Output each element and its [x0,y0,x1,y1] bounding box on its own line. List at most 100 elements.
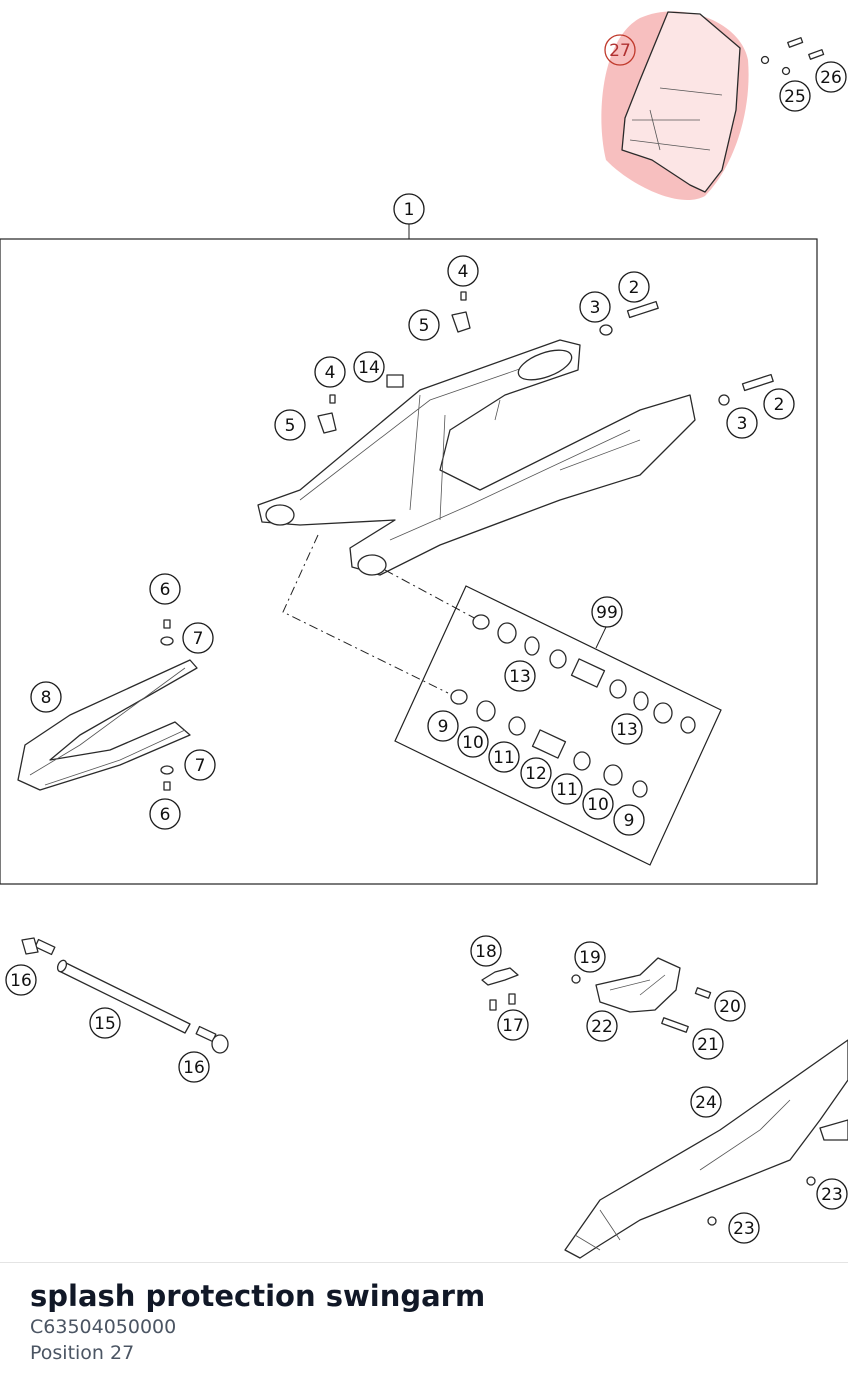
callout-circle [393,193,425,225]
callout-number: 21 [697,1035,719,1055]
callout-22[interactable]: 22 [586,1010,618,1042]
callout-7[interactable]: 7 [184,749,216,781]
callout-circle [611,713,643,745]
callout-10[interactable]: 10 [582,788,614,820]
callout-9[interactable]: 9 [427,710,459,742]
callout-number: 4 [325,363,336,383]
callout-12[interactable]: 12 [520,757,552,789]
callout-2[interactable]: 2 [618,271,650,303]
chain-guard-part[interactable] [564,1039,848,1259]
part-position: Position 27 [30,1342,135,1364]
callout-number: 24 [695,1093,717,1113]
callout-23[interactable]: 23 [728,1212,760,1244]
callout-24[interactable]: 24 [690,1086,722,1118]
callout-number: 11 [556,780,578,800]
callout-6[interactable]: 6 [149,573,181,605]
callout-13[interactable]: 13 [504,660,536,692]
callout-16[interactable]: 16 [178,1051,210,1083]
callout-circle [427,710,459,742]
swingarm-part[interactable] [257,339,696,576]
swingarm-axle-part[interactable] [56,959,191,1034]
callout-2[interactable]: 2 [763,388,795,420]
callout-circle [579,291,611,323]
callout-number: 3 [737,414,748,434]
callout-14[interactable]: 14 [353,351,385,383]
callout-number: 23 [821,1185,843,1205]
bearing-parts [450,614,696,798]
callout-25[interactable]: 25 [779,80,811,112]
callout-21[interactable]: 21 [692,1028,724,1060]
callout-99[interactable]: 99 [591,596,623,628]
callout-circle [30,681,62,713]
callout-8[interactable]: 8 [30,681,62,713]
callout-circle [574,941,606,973]
callout-5[interactable]: 5 [408,309,440,341]
callout-15[interactable]: 15 [89,1007,121,1039]
callout-circle [618,271,650,303]
callout-number: 19 [579,948,601,968]
callout-number: 18 [475,942,497,962]
callout-18[interactable]: 18 [470,935,502,967]
callout-circle [692,1028,724,1060]
callout-5[interactable]: 5 [274,409,306,441]
callout-number: 23 [733,1219,755,1239]
callout-6[interactable]: 6 [149,798,181,830]
caption-divider [0,1262,848,1263]
swingarm-assembly-frame [0,238,818,885]
callout-circle [582,788,614,820]
callout-17[interactable]: 17 [497,1009,529,1041]
bearing-kit-box [394,585,722,866]
callout-circle [149,798,181,830]
small-fasteners [317,291,774,434]
callout-number: 10 [587,795,609,815]
callout-11[interactable]: 11 [551,773,583,805]
chain-slider-part[interactable] [17,659,198,791]
callout-circle [184,749,216,781]
callout-3[interactable]: 3 [579,291,611,323]
callout-number: 16 [10,971,32,991]
callout-circle [520,757,552,789]
callout-number: 5 [419,316,430,336]
callout-circle [815,61,847,93]
callout-number: 5 [285,416,296,436]
callout-4[interactable]: 4 [447,255,479,287]
callout-circle [408,309,440,341]
callout-27[interactable]: 27 [604,34,636,66]
callout-circle [89,1007,121,1039]
callout-20[interactable]: 20 [714,990,746,1022]
callout-number: 12 [525,764,547,784]
callout-circle [714,990,746,1022]
callout-13[interactable]: 13 [611,713,643,745]
callout-9[interactable]: 9 [613,804,645,836]
callout-number: 20 [719,997,741,1017]
callout-number: 99 [596,603,618,623]
exploded-parts-diagram: 2725261452341452367876991313910111211109… [0,11,848,1259]
callout-number: 17 [502,1016,524,1036]
callout-circle [178,1051,210,1083]
callout-11[interactable]: 11 [488,741,520,773]
callout-4[interactable]: 4 [314,356,346,388]
splash-protection-part[interactable] [621,11,741,193]
callout-circle [447,255,479,287]
callout-number: 6 [160,805,171,825]
callout-7[interactable]: 7 [182,622,214,654]
callout-number: 2 [774,395,785,415]
callout-19[interactable]: 19 [574,941,606,973]
callout-10[interactable]: 10 [457,726,489,758]
callout-number: 9 [624,811,635,831]
callout-23[interactable]: 23 [816,1178,848,1210]
callout-16[interactable]: 16 [5,964,37,996]
callout-26[interactable]: 26 [815,61,847,93]
callout-circle [586,1010,618,1042]
callout-number: 7 [193,629,204,649]
callout-circle [457,726,489,758]
callout-number: 7 [195,756,206,776]
callout-3[interactable]: 3 [726,407,758,439]
callout-number: 25 [784,87,806,107]
callout-1[interactable]: 1 [393,193,425,225]
callout-circle [728,1212,760,1244]
callout-circle [591,596,623,628]
chain-slider-fasteners [160,619,174,791]
callout-circle [470,935,502,967]
